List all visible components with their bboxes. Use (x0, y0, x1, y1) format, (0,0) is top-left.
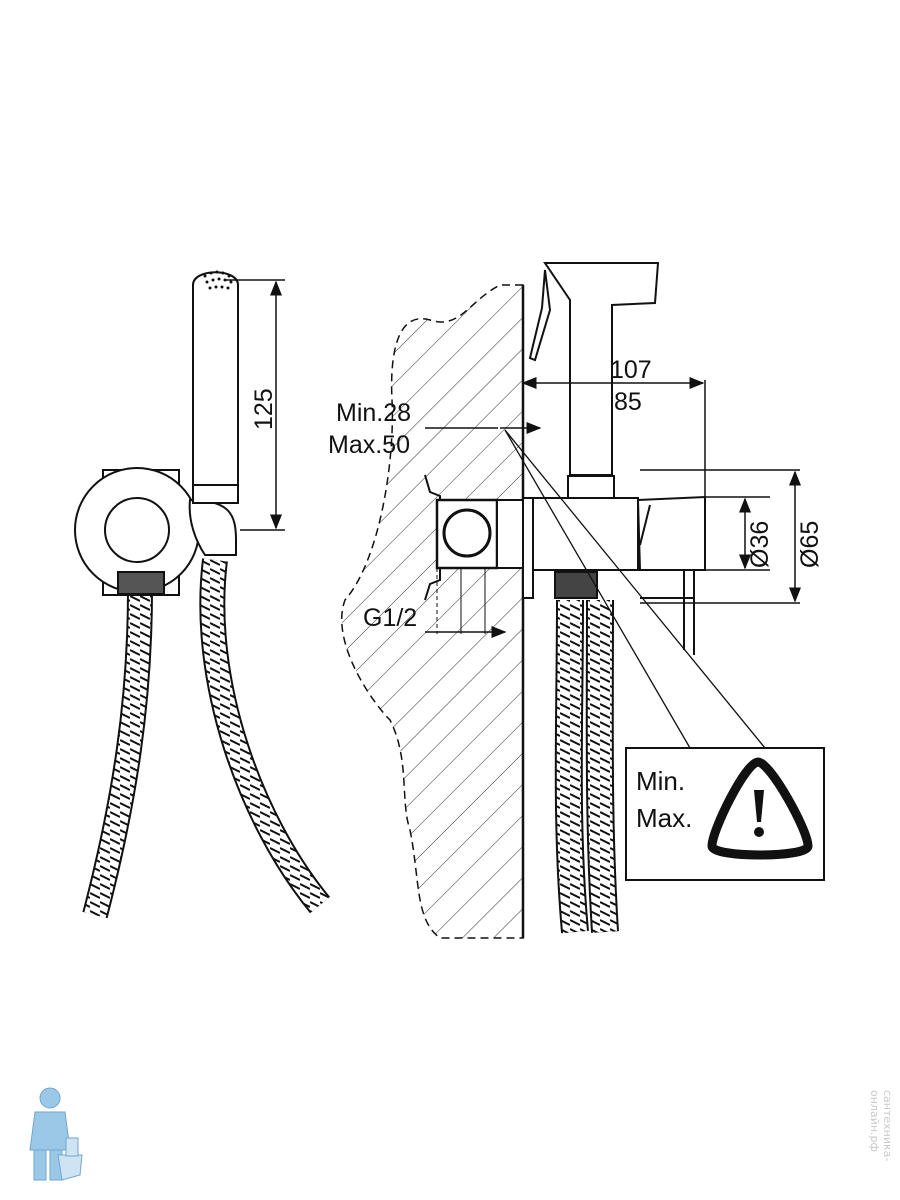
handset-side (543, 262, 660, 476)
handset (192, 271, 239, 501)
dim-wall-min: Min.28 (336, 399, 411, 427)
handset-base (567, 475, 615, 499)
plumber-logo (29, 1087, 83, 1181)
trigger (528, 269, 552, 362)
spray-holes (203, 270, 233, 290)
warning-max-label: Max. (636, 803, 692, 833)
hose-nut-side (554, 571, 598, 599)
outer-body (522, 497, 639, 571)
dim-dia-36: Ø36 (746, 521, 774, 568)
wall-section (340, 284, 524, 939)
rosette-side (522, 497, 534, 599)
valve-knob (104, 497, 170, 563)
exclamation-icon (754, 790, 764, 837)
dim-85: 85 (614, 388, 642, 416)
lever (636, 495, 706, 571)
front-view (74, 270, 331, 919)
side-view (424, 262, 825, 934)
hose-nut (117, 571, 165, 595)
dim-wall-max: Max.50 (328, 431, 410, 459)
dim-107: 107 (610, 356, 652, 384)
handset-collar (192, 484, 239, 504)
side-watermark: сантехника-онлайн.рф (868, 1090, 894, 1162)
embedded-valve (442, 508, 492, 558)
dim-thread: G1/2 (363, 604, 417, 632)
dim-125: 125 (250, 388, 278, 430)
dim-dia-65: Ø65 (796, 521, 824, 568)
warning-min-label: Min. (636, 766, 685, 796)
